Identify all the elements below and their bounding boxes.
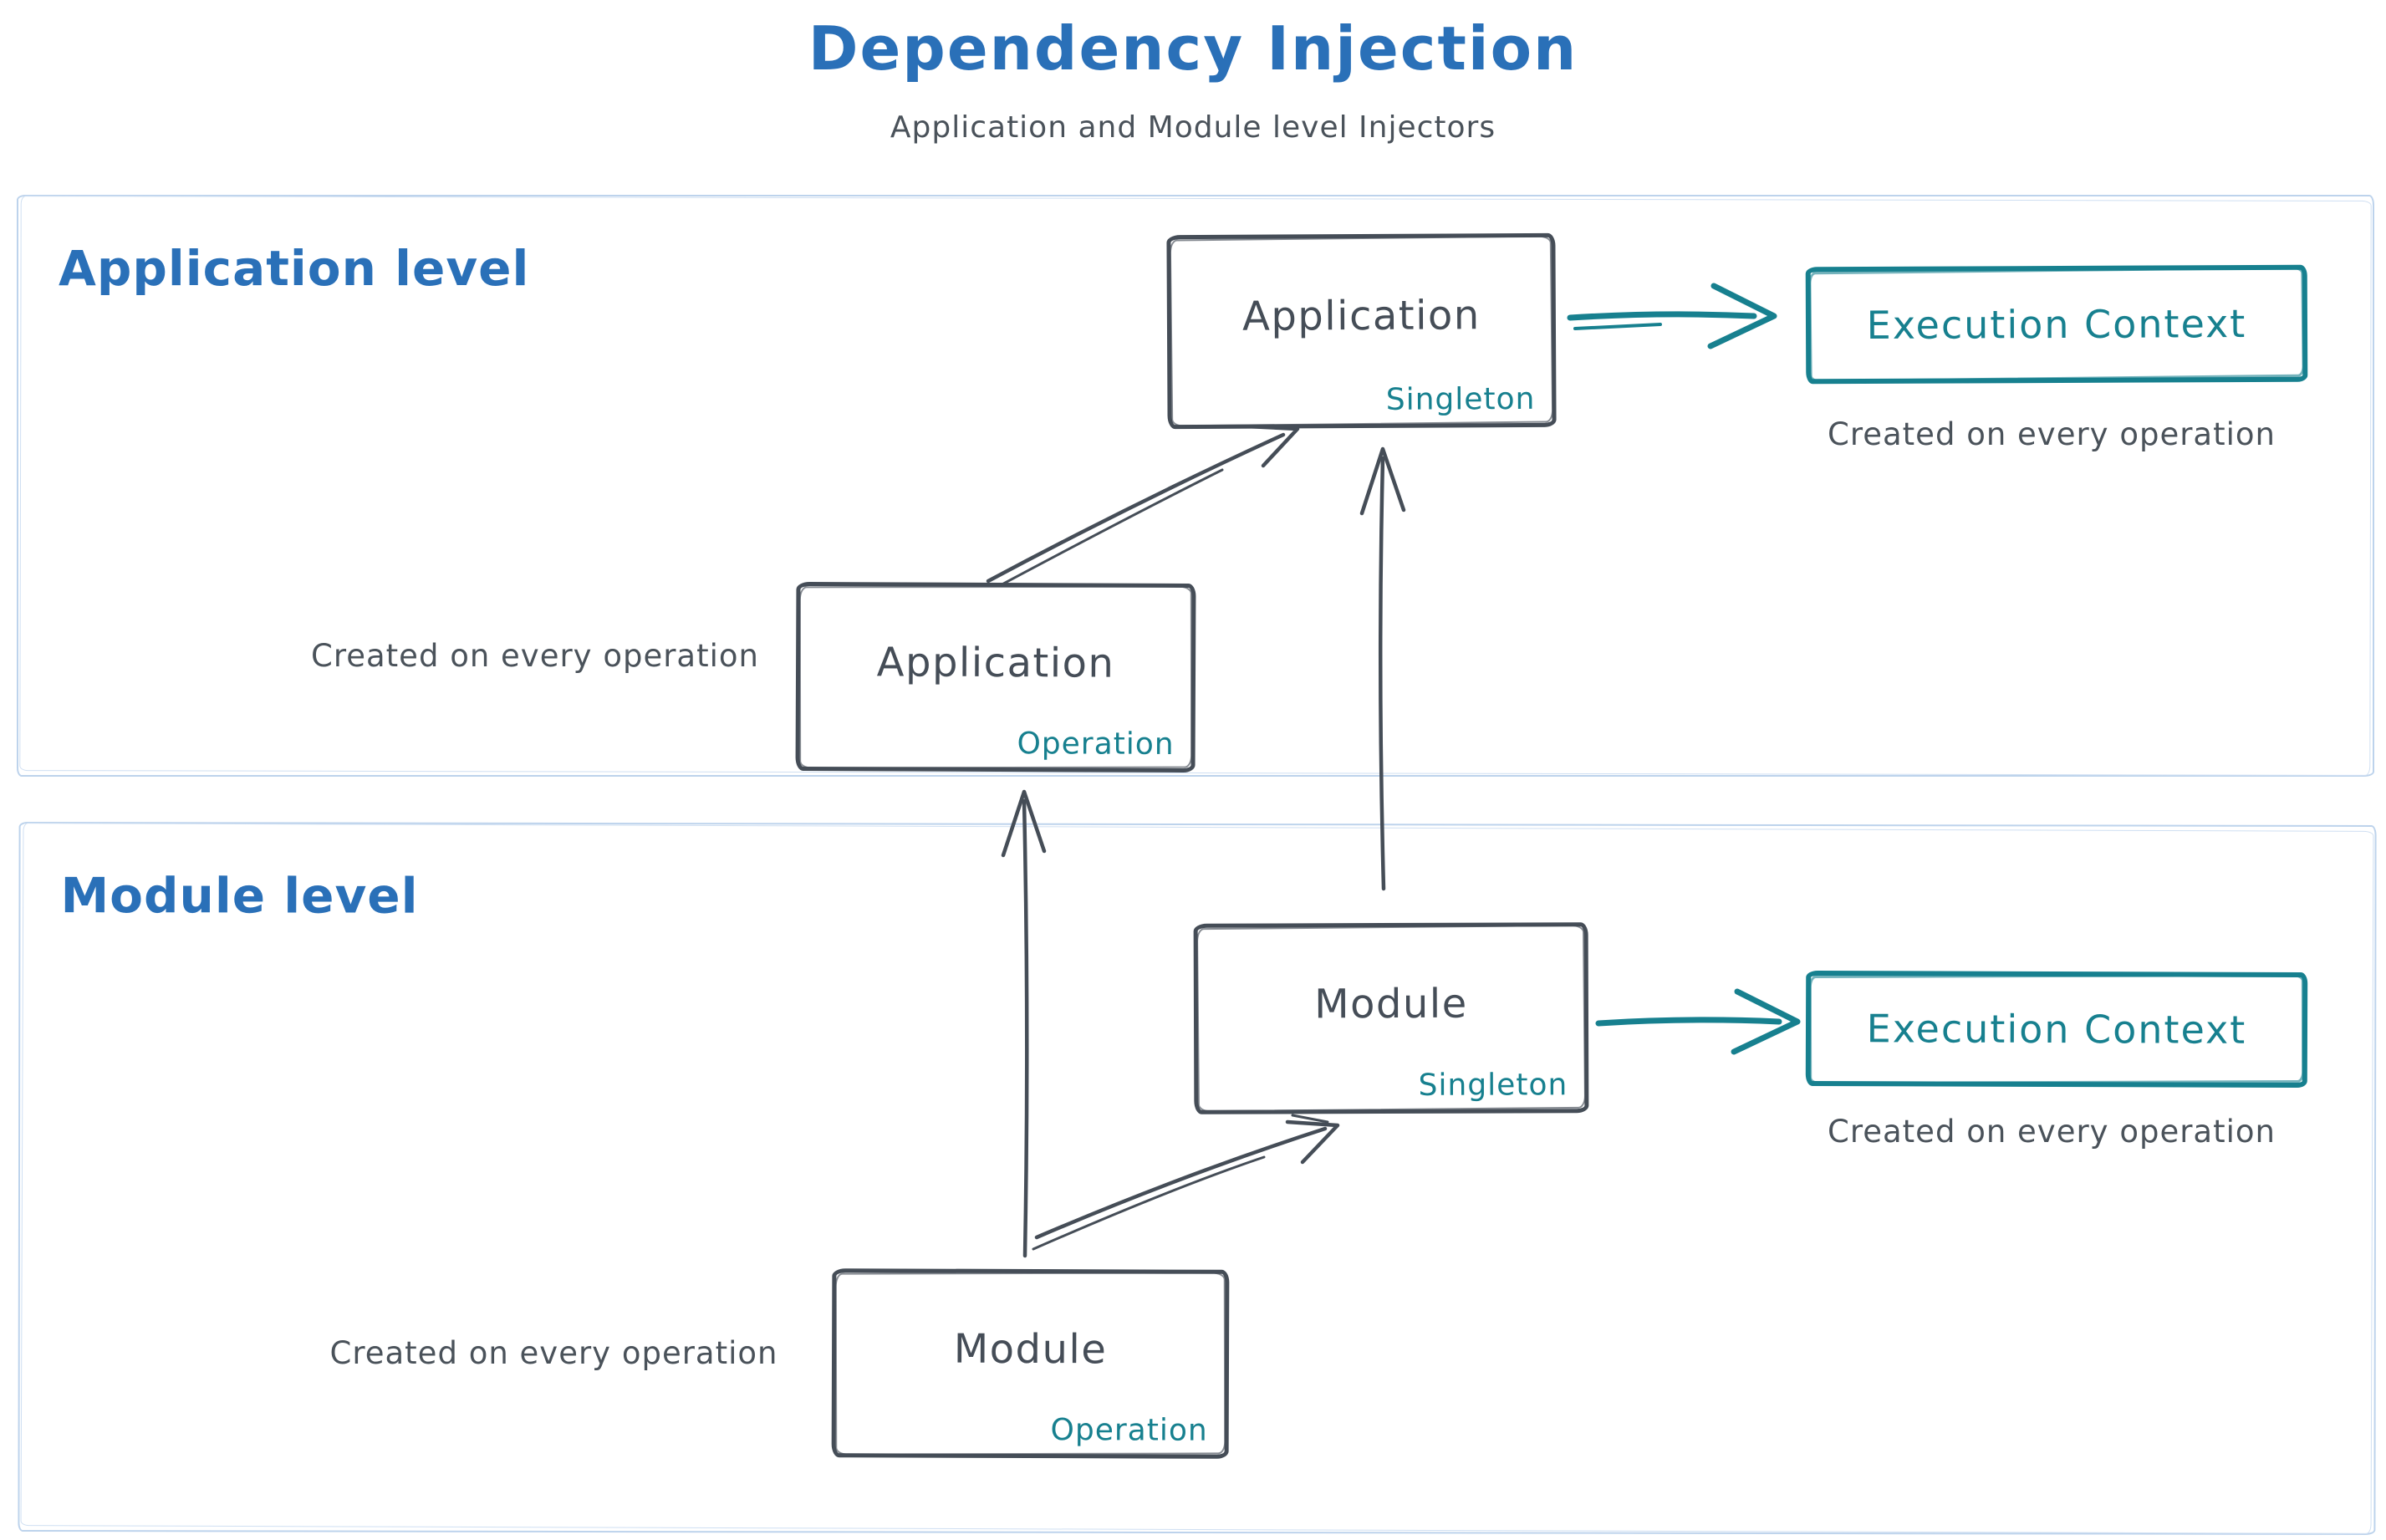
box-title: Application (876, 639, 1115, 687)
section-module-label: Module level (60, 867, 419, 925)
page-subtitle: Application and Module level Injectors (890, 110, 1496, 145)
box-application-operation: Application Operation (795, 581, 1196, 773)
section-application-level: Application level (17, 195, 2374, 777)
caption-operation-application: Created on every operation (311, 638, 759, 674)
box-module-operation: Module Operation (831, 1268, 1230, 1459)
execution-context-label: Execution Context (1866, 1006, 2247, 1053)
section-application-label: Application level (59, 240, 530, 297)
box-title: Module (1314, 980, 1468, 1028)
caption-execution-module: Created on every operation (1828, 1114, 2276, 1150)
box-application-singleton: Application Singleton (1166, 232, 1557, 430)
box-title: Application (1241, 292, 1481, 340)
box-module-singleton: Module Singleton (1193, 922, 1589, 1114)
box-execution-context-module: Execution Context (1805, 970, 2308, 1089)
box-title: Module (953, 1325, 1108, 1374)
page-title: Dependency Injection (808, 13, 1578, 84)
box-tag-singleton: Singleton (1385, 381, 1536, 417)
box-tag-operation: Operation (1050, 1413, 1208, 1448)
caption-execution-application: Created on every operation (1828, 416, 2276, 452)
caption-operation-module: Created on every operation (329, 1335, 778, 1371)
box-tag-singleton: Singleton (1418, 1068, 1568, 1103)
box-tag-operation: Operation (1017, 727, 1175, 762)
execution-context-label: Execution Context (1866, 301, 2247, 348)
box-execution-context-application: Execution Context (1805, 264, 2308, 385)
